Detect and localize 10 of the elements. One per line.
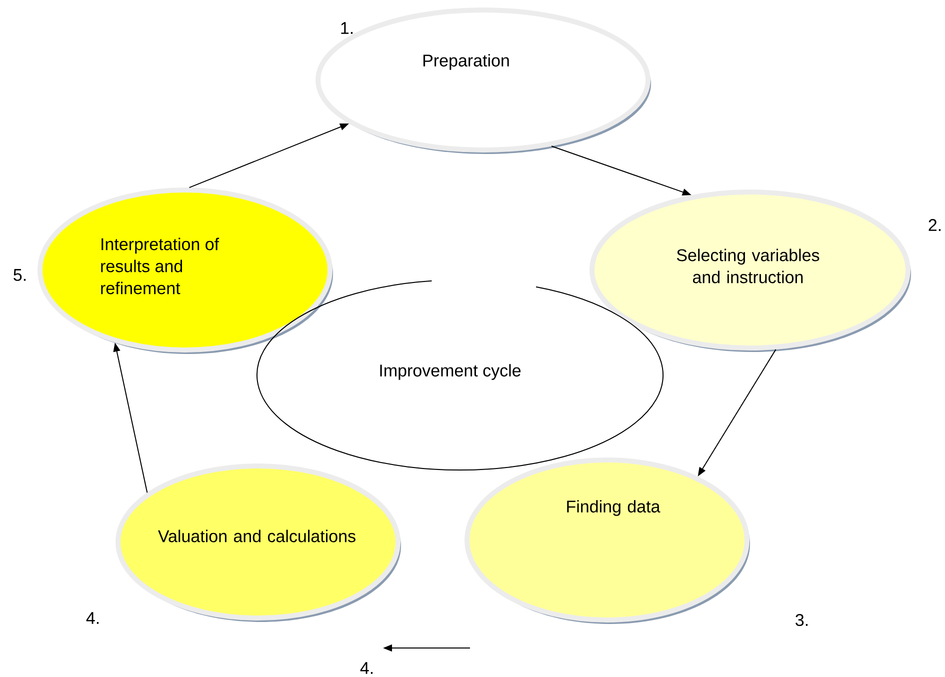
step-number: 5. xyxy=(14,269,26,281)
ellipse-node: Interpretation of results and refinement xyxy=(38,188,333,354)
step-number: 4. xyxy=(360,662,373,674)
ellipse-node: Finding data xyxy=(464,458,750,624)
step-number: 1. xyxy=(341,22,353,34)
step-number: 4. xyxy=(86,612,99,624)
ellipse-node: Valuation and calculations xyxy=(116,464,401,622)
step-number: 3. xyxy=(796,614,808,626)
ellipse-node: Selecting variables and instruction xyxy=(590,190,911,352)
step-number: 2. xyxy=(928,219,941,231)
